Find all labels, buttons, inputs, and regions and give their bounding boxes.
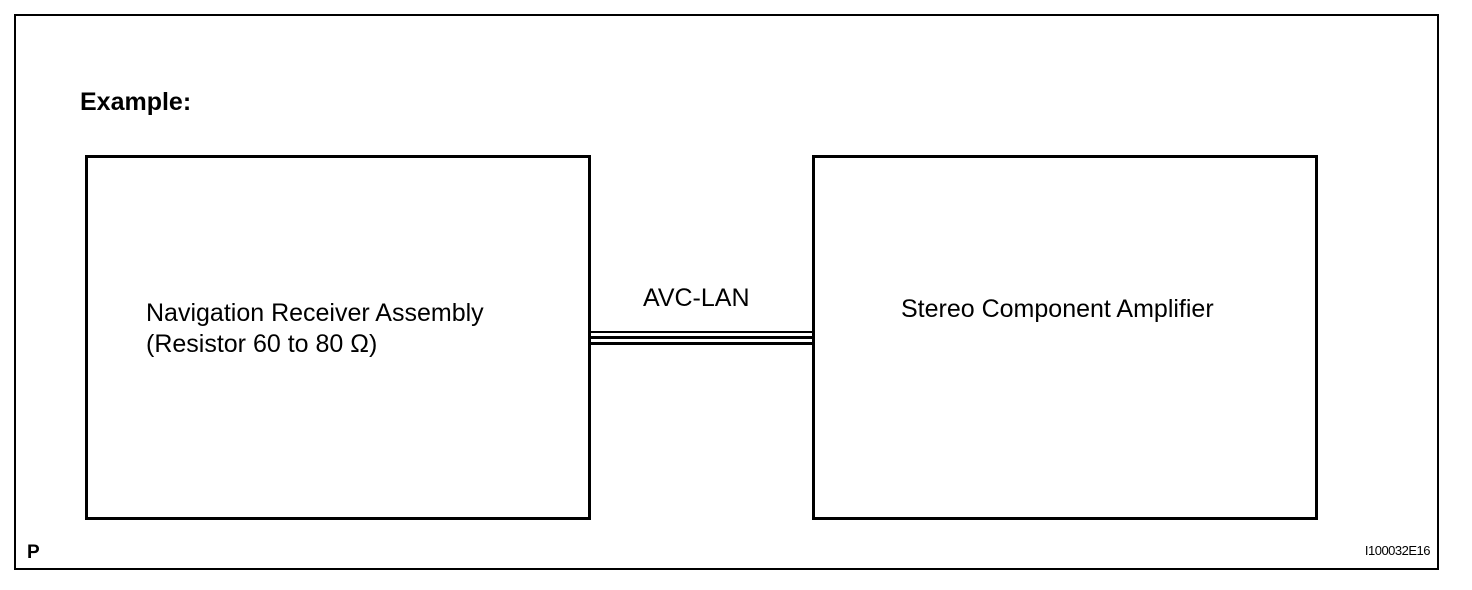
wire-line-2 [591, 336, 812, 339]
navigation-receiver-box: Navigation Receiver Assembly (Resistor 6… [85, 155, 591, 520]
wire-line-3 [591, 342, 812, 345]
navigation-receiver-name: Navigation Receiver Assembly [146, 299, 484, 327]
navigation-receiver-label: Navigation Receiver Assembly (Resistor 6… [146, 298, 484, 360]
diagram-title: Example: [80, 88, 192, 116]
avc-lan-wire [591, 331, 812, 345]
resistor-spec: (Resistor 60 to 80 Ω) [146, 330, 378, 358]
stereo-amplifier-label: Stereo Component Amplifier [901, 295, 1214, 323]
corner-mark: P [27, 542, 40, 563]
wire-line-1 [591, 331, 812, 333]
avc-lan-label: AVC-LAN [643, 284, 750, 312]
stereo-amplifier-box: Stereo Component Amplifier [812, 155, 1318, 520]
diagram-frame [14, 14, 1439, 570]
figure-code: I100032E16 [1364, 543, 1431, 558]
